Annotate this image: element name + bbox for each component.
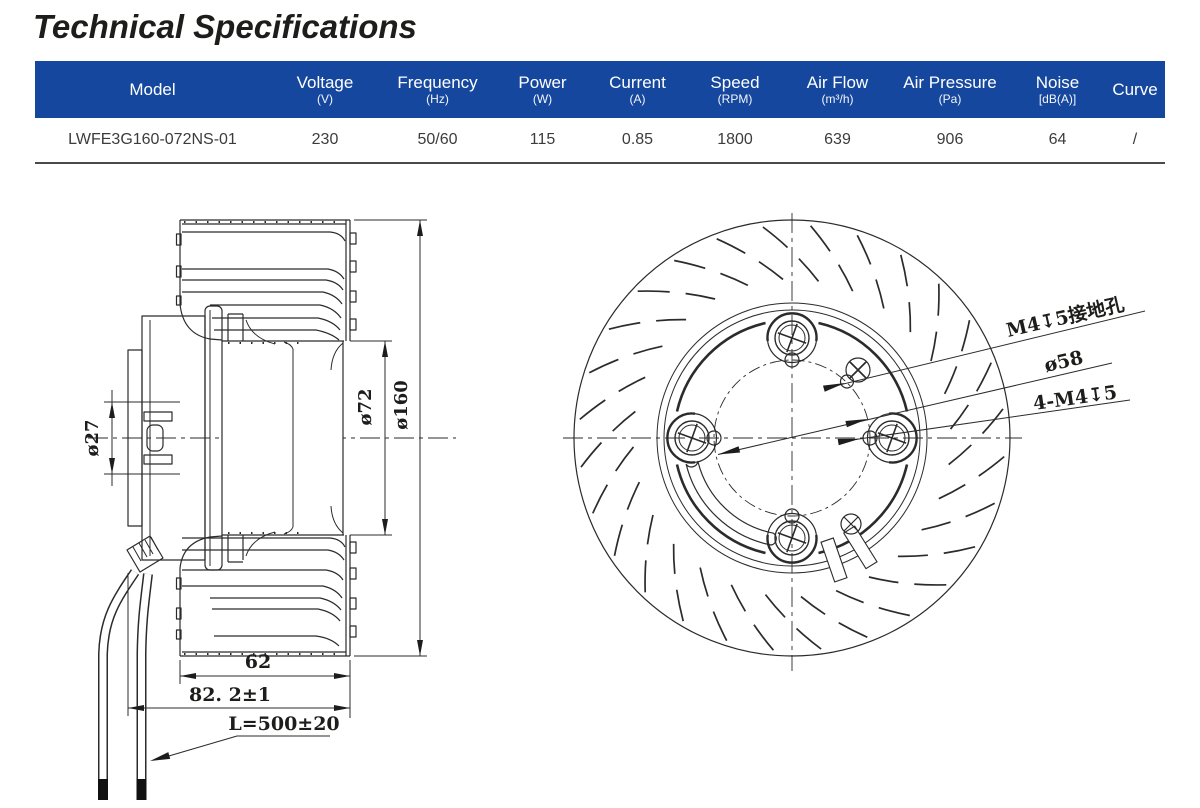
column-unit: (Hz) <box>426 92 449 106</box>
column-label: Curve <box>1112 80 1158 99</box>
column-label: Air Pressure <box>903 73 997 92</box>
mount-screw <box>874 420 910 456</box>
column-header-voltage: Voltage(V) <box>270 61 380 118</box>
cell-value: 50/60 <box>380 118 495 164</box>
cell-value: 0.85 <box>590 118 685 164</box>
m4-hole <box>862 430 878 446</box>
wire-tip <box>98 779 108 800</box>
front-view-drawing: M4↧5接地孔 ø58 4-M4↧5 <box>563 213 1146 671</box>
cell-value: / <box>1105 118 1165 164</box>
dim-total-depth-label: 82. 2±1 <box>189 684 271 706</box>
hub-mounting-ring <box>666 312 918 564</box>
cell-value: 230 <box>270 118 380 164</box>
grounding-screw <box>839 357 871 389</box>
column-label: Air Flow <box>806 73 869 92</box>
column-unit: (W) <box>532 92 553 106</box>
m4-hole <box>784 352 800 368</box>
mount-holes-label: 4-M4↧5 <box>1032 381 1119 415</box>
page-title: Technical Specifications <box>33 8 417 45</box>
column-header-speed: Speed(RPM) <box>685 61 785 118</box>
column-header-current: Current(A) <box>590 61 685 118</box>
side-view-dimensions: ø27 ø72 ø160 62 82. 2±1 L=500±20 <box>82 219 427 761</box>
m4-hole <box>706 430 722 446</box>
column-unit: (RPM) <box>717 92 753 106</box>
column-label: Voltage <box>296 73 354 92</box>
impeller-outer-circle <box>573 219 1011 657</box>
column-unit: (A) <box>629 92 646 106</box>
bolt-circle-label: ø58 <box>1042 347 1085 377</box>
cell-value: 906 <box>890 118 1010 164</box>
dim-depth-label: 62 <box>245 651 271 673</box>
cell-model: LWFE3G160-072NS-01 <box>35 118 270 164</box>
dim-inlet-diameter-label: ø72 <box>355 388 376 425</box>
column-unit: (Pa) <box>938 92 962 106</box>
motor-assembly <box>106 305 244 571</box>
bolt-circle <box>713 359 871 517</box>
column-label: Model <box>129 80 176 99</box>
column-header-noise: Noise[dB(A)] <box>1010 61 1105 118</box>
column-unit: (V) <box>317 92 333 106</box>
dim-outer-diameter-label: ø160 <box>391 380 412 430</box>
hub-tabs <box>820 513 878 583</box>
mount-screw <box>774 520 810 556</box>
ground-hole-label: M4↧5接地孔 <box>1004 292 1126 341</box>
mount-screw <box>774 320 810 356</box>
cell-value: 1800 <box>685 118 785 164</box>
column-header-power: Power(W) <box>495 61 590 118</box>
column-label: Noise <box>1035 73 1080 92</box>
side-view-drawing: ø27 ø72 ø160 62 82. 2±1 L=500±20 <box>82 219 456 800</box>
column-header-curve: Curve <box>1105 61 1165 118</box>
column-label: Current <box>609 73 666 92</box>
wire-tip <box>136 779 147 800</box>
power-wires <box>98 535 164 800</box>
spec-sheet-page: Technical Specifications Model Voltage(V)… <box>0 8 1200 808</box>
dim-lead-length-label: L=500±20 <box>228 713 339 735</box>
column-header-frequency: Frequency(Hz) <box>380 61 495 118</box>
mount-screw <box>674 420 710 456</box>
cell-value: 64 <box>1010 118 1105 164</box>
cell-value: 639 <box>785 118 890 164</box>
front-view-annotations: M4↧5接地孔 ø58 4-M4↧5 <box>717 292 1146 455</box>
dim-shaft-diameter-label: ø27 <box>82 419 103 456</box>
column-label: Frequency <box>397 73 478 92</box>
column-unit: (m³/h) <box>821 92 854 106</box>
column-header-air-pressure: Air Pressure(Pa) <box>890 61 1010 118</box>
hub-slot <box>685 460 777 546</box>
impeller-blades <box>579 225 1005 651</box>
column-unit: [dB(A)] <box>1038 92 1077 106</box>
column-header-air-flow: Air Flow(m³/h) <box>785 61 890 118</box>
column-header-model: Model <box>35 61 270 118</box>
column-label: Power <box>518 73 567 92</box>
cell-value: 115 <box>495 118 590 164</box>
column-label: Speed <box>710 73 760 92</box>
m4-hole <box>784 508 800 524</box>
